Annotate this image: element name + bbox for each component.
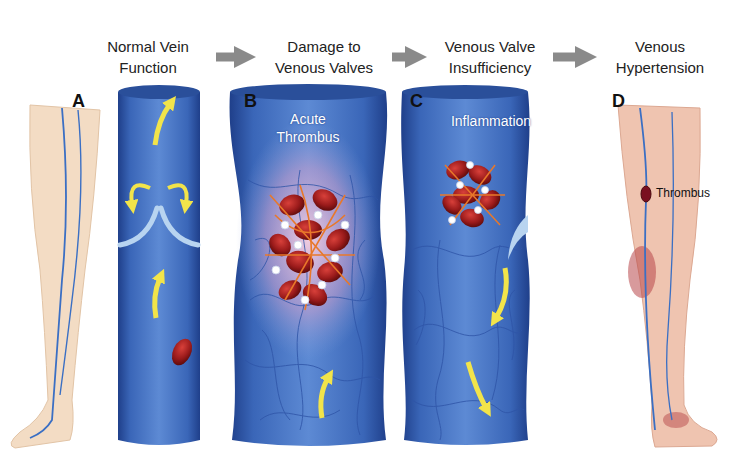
- step-heading: Venous Valve Insufficiency: [431, 34, 549, 80]
- valve-leaflet: [120, 208, 157, 245]
- process-arrow: [216, 53, 238, 62]
- leg-outline: [618, 105, 717, 447]
- panel-letter: B: [244, 90, 264, 113]
- flow-arrow: [168, 185, 187, 204]
- blood-clot-part-part: [482, 187, 489, 194]
- leg-outline: [11, 105, 100, 448]
- leg-figure: [618, 105, 717, 447]
- blood-clot: [439, 157, 505, 229]
- blood-clot-part-part: [331, 254, 339, 262]
- flow-arrow: [468, 362, 486, 408]
- blood-clot-part-part: [275, 215, 345, 233]
- vein-line: [667, 112, 674, 420]
- panel-letter: D: [612, 90, 632, 113]
- fibrous-mesh-part: [260, 410, 340, 420]
- valve-leaflet: [161, 208, 198, 245]
- red-blood-cell: [168, 336, 196, 369]
- step-title: Venous Valve Insufficiency: [435, 36, 545, 78]
- swelling-patch: [628, 246, 656, 298]
- vein-tube: [401, 92, 530, 445]
- blood-clot-part-part: [449, 217, 456, 224]
- blood-clot-part: [440, 165, 505, 225]
- swelling-patch: [663, 412, 689, 428]
- fibrous-mesh-part: [412, 400, 524, 413]
- vein-tube: [118, 92, 200, 445]
- flow-arrow: [321, 378, 328, 418]
- step-title: Normal Vein Function: [88, 36, 208, 78]
- blood-clot-part-part: [341, 221, 349, 229]
- fibrous-mesh-part: [414, 324, 522, 336]
- panel-letter: A: [72, 90, 92, 113]
- step-title: Damage to Venous Valves: [264, 36, 384, 78]
- fibrous-mesh-part: [436, 240, 444, 440]
- fibrous-mesh: [245, 170, 380, 435]
- step-title: Venous Hypertension: [605, 36, 715, 78]
- fibrous-mesh-part: [492, 245, 500, 400]
- blood-clot-part: [265, 185, 355, 310]
- callout-label: Acute Thrombus: [262, 110, 354, 146]
- fibrous-mesh: [412, 240, 524, 440]
- inflammation-glow: [236, 120, 380, 360]
- fibrous-mesh-part: [412, 246, 522, 256]
- blood-clot-part-part: [318, 281, 326, 289]
- process-arrow: [392, 53, 409, 62]
- vein-line: [640, 108, 655, 430]
- blood-clot-part: [299, 279, 332, 310]
- step-heading: Damage to Venous Valves: [260, 34, 388, 80]
- blood-clot-part: [449, 162, 489, 224]
- vein-panel: [230, 84, 388, 446]
- fibrous-mesh-part: [416, 290, 425, 345]
- blood-clot-part-part: [272, 266, 280, 274]
- damaged-valve: [508, 215, 528, 260]
- flow-arrow: [131, 185, 150, 204]
- panel-letter: C: [410, 90, 430, 113]
- thrombus-mark: [641, 186, 651, 202]
- blood-clot-part-part: [265, 254, 355, 256]
- blood-clot-part-part: [300, 185, 311, 310]
- vein-tube: [230, 92, 388, 446]
- leg-figure: [11, 105, 100, 448]
- fibrous-mesh-part: [350, 175, 363, 435]
- fibrous-mesh-part: [245, 360, 380, 381]
- blood-clot-part-part: [285, 195, 345, 300]
- blood-clot-part: [272, 211, 349, 304]
- fibrous-mesh-part: [262, 330, 290, 420]
- vein-panel: [401, 85, 530, 445]
- flow-arrow: [155, 104, 170, 145]
- blood-clot-part-part: [294, 241, 302, 249]
- blood-clot-part-part: [440, 194, 505, 196]
- fibrous-mesh-part: [250, 238, 270, 280]
- vein-panel: [118, 85, 200, 445]
- fibrous-mesh-part: [509, 290, 515, 360]
- callout-label: Inflammation: [444, 112, 538, 130]
- blood-clot-part-part: [467, 162, 474, 169]
- blood-clot-part-part: [301, 296, 309, 304]
- blood-clot-part-part: [314, 211, 322, 219]
- flow-arrow: [496, 268, 506, 318]
- callout-label: Thrombus: [656, 186, 726, 201]
- vein-opening: [118, 85, 200, 99]
- step-heading: Venous Hypertension: [601, 34, 719, 80]
- blood-clot: [265, 185, 355, 311]
- vein-line: [60, 110, 81, 395]
- blood-clot-part-part: [457, 182, 464, 189]
- fibrous-mesh-part: [358, 240, 365, 300]
- blood-clot-part-part: [475, 207, 482, 214]
- blood-clot-part-part: [281, 221, 289, 229]
- step-heading: Normal Vein Function: [84, 34, 212, 80]
- flow-arrow: [155, 278, 160, 318]
- process-arrow: [553, 53, 579, 62]
